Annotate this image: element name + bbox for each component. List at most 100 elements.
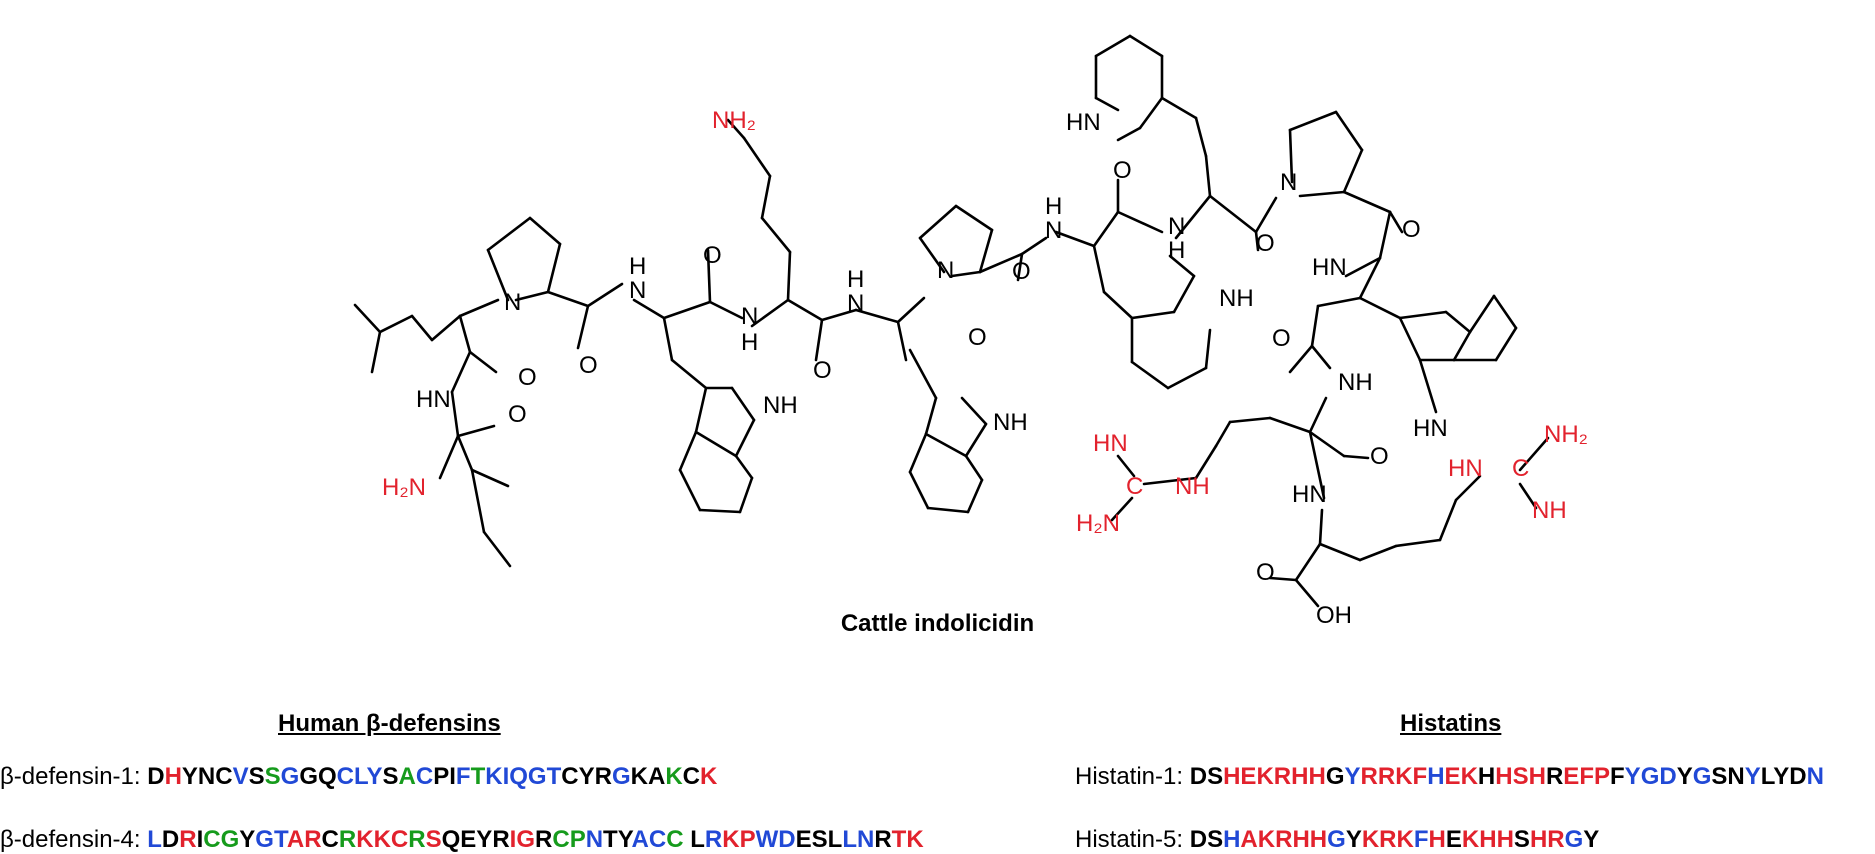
residue: Q	[318, 763, 337, 790]
bond-line	[1194, 444, 1218, 480]
bond-line	[738, 476, 754, 514]
residue: P	[1593, 763, 1610, 790]
residue: H	[1308, 763, 1326, 790]
residue: E	[1444, 763, 1461, 790]
residue: A	[398, 763, 416, 790]
residue: Y	[578, 763, 595, 790]
bond-line	[1228, 416, 1272, 424]
atom-n: N	[1168, 213, 1185, 240]
bond-line	[438, 434, 460, 480]
bond-line	[1494, 326, 1518, 362]
bond-line	[1318, 508, 1324, 546]
atom-o: O	[1256, 559, 1275, 586]
sequence-row-histatin-5: Histatin-5: DSHAKRHHGYKRKFHEKHHSHRGY	[1075, 826, 1599, 854]
atom-hn: HN	[1292, 481, 1327, 508]
residue: S	[264, 763, 281, 790]
bond-line	[820, 308, 858, 322]
atom-h2n-isoleucine: H₂N	[382, 474, 426, 501]
residue: R	[874, 826, 892, 853]
bond-line	[966, 478, 984, 514]
bond-line	[1310, 344, 1332, 370]
bond-line	[1444, 310, 1472, 334]
sequence-row-histatin-1: Histatin-1: DSHEKRHHGYRRKFHEKHHSHREFPFYG…	[1075, 763, 1824, 791]
bond-line	[924, 396, 938, 436]
bond-line	[1094, 96, 1120, 112]
bond-line	[1172, 274, 1196, 314]
residue: K	[1257, 826, 1276, 853]
residue: T	[273, 826, 287, 853]
residue: R	[1547, 826, 1565, 853]
bond-line	[750, 298, 790, 328]
atom-hn-indole: HN	[1066, 109, 1101, 136]
bond-line	[734, 418, 756, 458]
residue: K	[722, 826, 740, 853]
residue: S	[1207, 763, 1224, 790]
bond-line	[1308, 396, 1328, 434]
residue: S	[382, 763, 399, 790]
bond-line	[1288, 128, 1294, 184]
residue: G	[280, 763, 300, 790]
bond-line	[662, 316, 674, 362]
group-heading-defensins: Human β-defensins	[278, 710, 501, 737]
residue: C	[648, 826, 667, 853]
residue: D	[778, 826, 796, 853]
residue: G	[1325, 763, 1345, 790]
bond-line	[678, 430, 698, 472]
atom-nh: NH	[1338, 369, 1373, 396]
bond-line	[1308, 430, 1326, 500]
bond-line	[1334, 110, 1364, 152]
atom-h: H	[629, 253, 646, 280]
bond-line	[1020, 236, 1048, 256]
sequence-row-defensin-1: β-defensin-1: DHYNCVSSGGQCLYSACPIFTKIQGT…	[0, 763, 717, 791]
residue: C	[336, 763, 355, 790]
residue: Y	[1583, 826, 1600, 853]
residue: H	[1496, 826, 1514, 853]
residue: T	[891, 826, 907, 853]
bond-line	[450, 350, 472, 394]
residue: L	[147, 826, 162, 853]
residue: A	[1240, 826, 1258, 853]
bond-line	[1342, 454, 1370, 460]
residue: S	[811, 826, 828, 853]
atom-hn-leucine: HN	[416, 386, 451, 413]
bond-line	[1092, 244, 1106, 294]
atom-h: H	[847, 266, 864, 293]
atom-guanidine-nh2: NH₂	[1544, 421, 1588, 448]
residue: H	[1309, 826, 1328, 853]
residue: V	[232, 763, 249, 790]
atom-h: H	[1168, 237, 1185, 264]
bond-line	[670, 358, 708, 390]
atom-n: N	[847, 290, 864, 317]
residue: E	[795, 826, 812, 853]
atom-o: O	[508, 401, 527, 428]
bond-line	[378, 314, 414, 334]
bond-line	[1294, 578, 1320, 608]
residue: E	[1240, 763, 1257, 790]
residue: H	[164, 763, 182, 790]
residue: S	[1711, 763, 1728, 790]
atom-o: O	[813, 357, 832, 384]
atom-nh2-lysine: NH₂	[712, 107, 756, 134]
bond-line	[694, 386, 708, 434]
bond-line	[1518, 436, 1550, 472]
bond-line	[353, 303, 382, 334]
residue: K	[1460, 763, 1478, 790]
residue: I	[502, 763, 510, 790]
bond-line	[1294, 542, 1322, 582]
bond-line	[456, 434, 474, 472]
residue: W	[755, 826, 779, 853]
bond-line	[1254, 196, 1278, 234]
bond-line	[1288, 344, 1314, 374]
bond-line	[1398, 310, 1448, 320]
atom-o: O	[1370, 443, 1389, 470]
atom-o: O	[579, 352, 598, 379]
bond-line	[1288, 110, 1338, 132]
residue: K	[1395, 763, 1413, 790]
bond-line	[1016, 252, 1024, 282]
atom-guanidine-hn: HN	[1093, 430, 1128, 457]
residue: N	[856, 826, 875, 853]
atom-guanidine-nh: NH	[1532, 497, 1567, 524]
atom-guanidine-h2n: H₂N	[1076, 510, 1120, 537]
bond-line	[1204, 328, 1212, 370]
residue: C	[203, 826, 221, 853]
